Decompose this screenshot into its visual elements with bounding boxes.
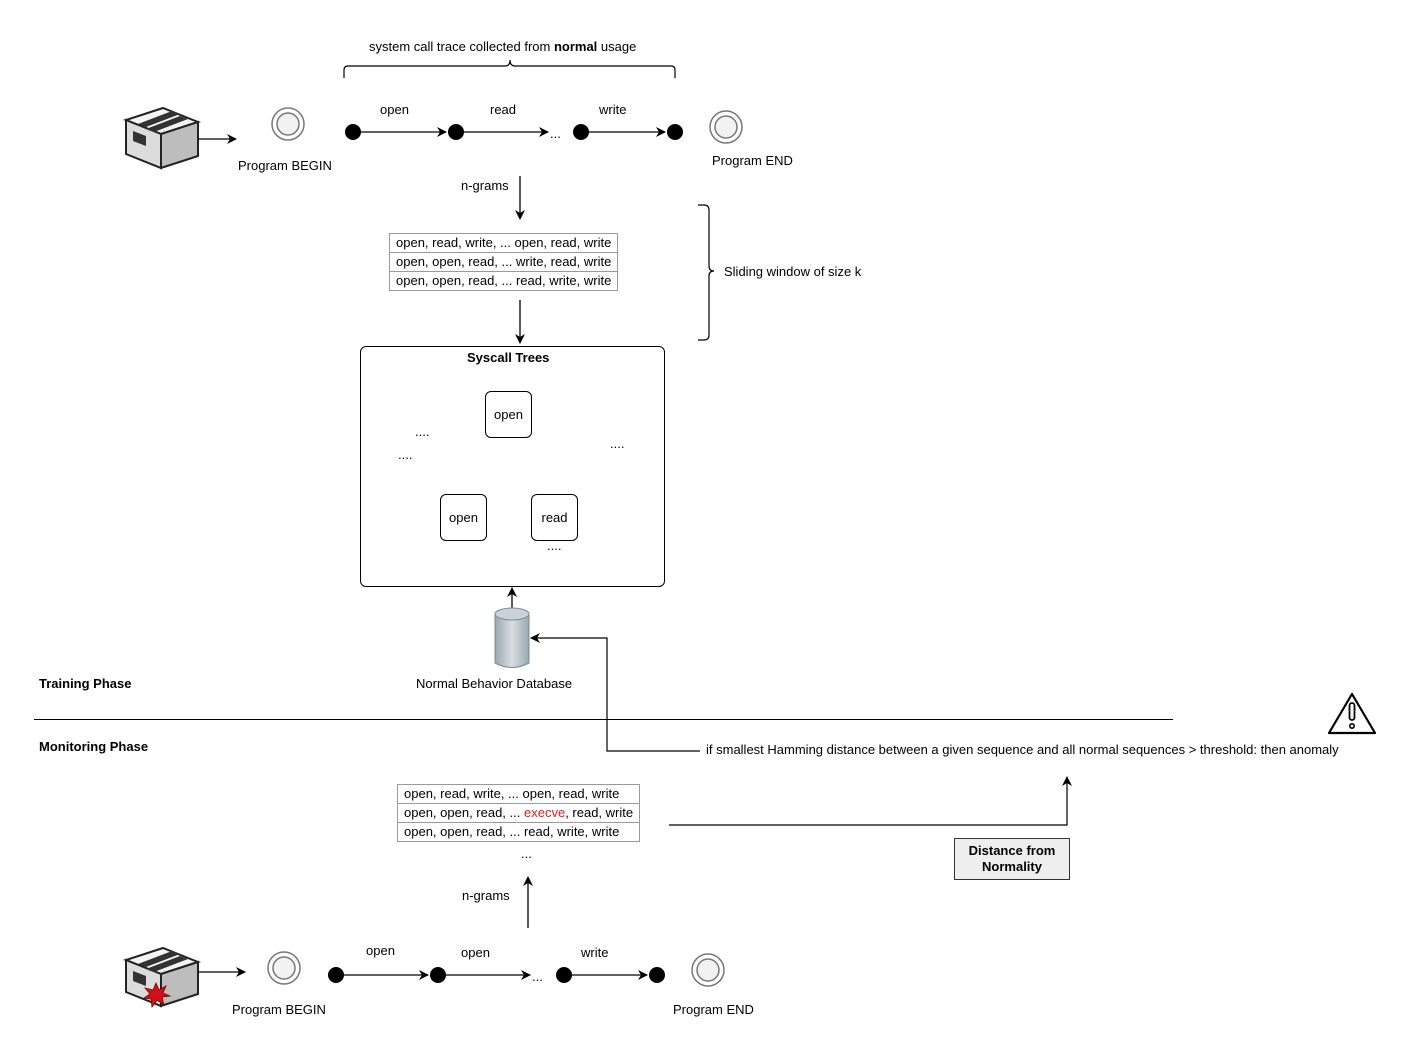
anomaly-rule-text: if smallest Hamming distance between a g… (706, 742, 1339, 757)
tree-dots: .... (547, 538, 562, 553)
anomalous-syscall: execve (523, 805, 566, 820)
program-begin-state-icon (271, 107, 305, 141)
sequences-more: ... (521, 846, 532, 861)
tree-dots: .... (398, 447, 413, 462)
edge-label-open: open (366, 943, 395, 958)
program-package-icon (123, 106, 201, 170)
trace-node (448, 124, 464, 140)
tree-dots: .... (415, 424, 430, 439)
program-end-label: Program END (712, 153, 793, 168)
tree-node-right: read (531, 494, 578, 541)
tree-node-root: open (485, 391, 532, 438)
infected-program-package-icon (123, 946, 201, 1009)
syscall-trees-box (360, 346, 665, 587)
trace-node (328, 967, 344, 983)
anomalous-sequence-row: open, open, read, ... execve, read, writ… (398, 804, 640, 823)
bottom-ngrams-label: n-grams (462, 888, 510, 903)
bottom-program-begin-state-icon (267, 951, 301, 985)
sliding-window-label: Sliding window of size k (724, 264, 862, 279)
warning-icon (1327, 692, 1377, 735)
trace-node (430, 967, 446, 983)
trace-node (649, 967, 665, 983)
bottom-program-begin-label: Program BEGIN (232, 1002, 326, 1017)
program-begin-label: Program BEGIN (238, 158, 332, 173)
edge-label-write: write (581, 945, 609, 960)
sequence-row: open, open, read, ... read, write, write (396, 273, 612, 288)
trace-node (573, 124, 589, 140)
tree-dots: .... (610, 436, 625, 451)
sequence-row: open, read, write, ... open, read, write (398, 785, 640, 804)
sequence-row: open, read, write, ... open, read, write (390, 234, 618, 253)
sequence-row: open, open, read, ... read, write, write (404, 824, 620, 839)
tree-node-left: open (440, 494, 487, 541)
edge-label-read: read (490, 102, 517, 117)
database-icon (494, 607, 530, 668)
trace-ellipsis: ... (550, 126, 561, 141)
ngrams-label: n-grams (461, 178, 509, 193)
edge-label-open: open (380, 102, 409, 117)
sequence-row: open, open, read, ... write, read, write (390, 253, 618, 272)
sliding-window-brace (698, 204, 715, 341)
database-label: Normal Behavior Database (416, 676, 573, 691)
monitoring-sequences-table: open, read, write, ... open, read, write… (397, 784, 641, 842)
program-end-state-icon (709, 110, 743, 144)
edge-label-open: open (461, 945, 490, 960)
training-sequences-table: open, read, write, ... open, read, write… (389, 233, 619, 291)
bottom-program-end-label: Program END (673, 1002, 754, 1017)
distance-from-normality-box: Distance from Normality (954, 838, 1070, 880)
syscall-trees-title: Syscall Trees (467, 350, 550, 365)
trace-ellipsis: ... (532, 969, 543, 984)
bottom-program-end-state-icon (691, 953, 725, 987)
trace-node (345, 124, 361, 140)
trace-caption: system call trace collected from normal … (369, 39, 637, 54)
phase-divider (34, 719, 1173, 720)
edge-label-write: write (599, 102, 627, 117)
training-phase-label: Training Phase (39, 676, 132, 691)
trace-brace (343, 59, 676, 78)
trace-node (556, 967, 572, 983)
malware-burst-icon (142, 981, 172, 1009)
monitoring-phase-label: Monitoring Phase (39, 739, 149, 754)
trace-node (667, 124, 683, 140)
